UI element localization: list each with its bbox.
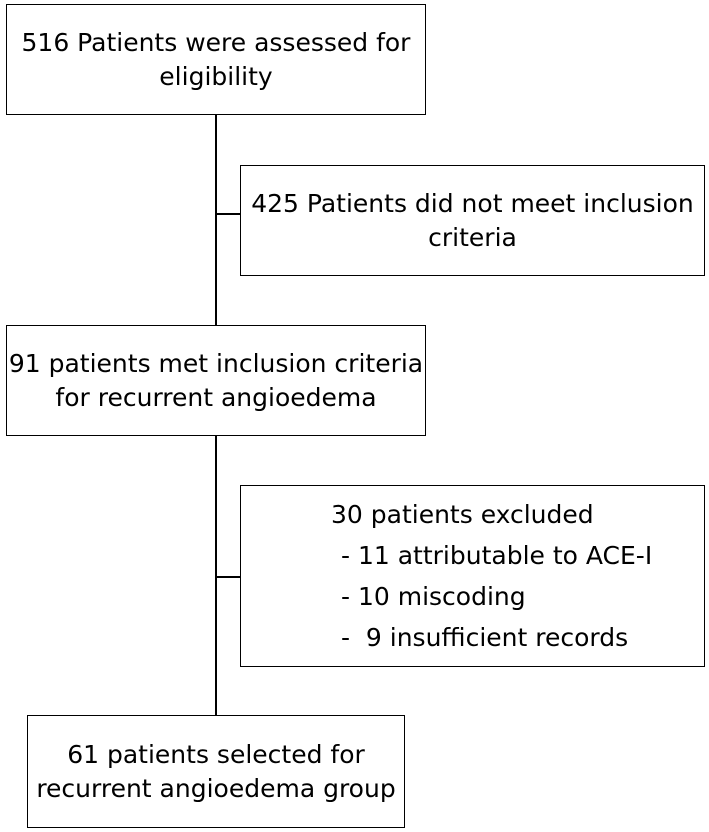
box-selected-line-2: recurrent angioedema group xyxy=(36,773,396,803)
box-met-line-2: for recurrent angioedema xyxy=(55,382,377,412)
branch-connector-not-meet xyxy=(215,213,240,215)
box-selected: 61 patients selected for recurrent angio… xyxy=(27,715,405,828)
excluded-item-miscoding: - 10 miscoding xyxy=(341,582,526,611)
excluded-item-ace-i: - 11 attributable to ACE-I xyxy=(341,541,653,570)
box-met-criteria: 91 patients met inclusion criteria for r… xyxy=(6,325,426,436)
box-excluded-heading: 30 patients excluded xyxy=(331,500,594,529)
box-assessed: 516 Patients were assessed for eligibili… xyxy=(6,4,426,115)
box-excluded: 30 patients excluded - 11 attributable t… xyxy=(240,485,705,667)
box-not-meet-line-2: criteria xyxy=(428,222,517,252)
box-not-meet-line-1: 425 Patients did not meet inclusion xyxy=(251,188,694,218)
box-not-meet-criteria: 425 Patients did not meet inclusion crit… xyxy=(240,165,705,276)
box-met-line-1: 91 patients met inclusion criteria xyxy=(8,348,424,378)
box-selected-line-1: 61 patients selected for xyxy=(67,739,365,769)
branch-connector-excluded xyxy=(215,576,240,578)
excluded-item-insufficient-records: - 9 insufficient records xyxy=(341,623,629,652)
main-vertical-connector-bottom xyxy=(215,436,217,715)
main-vertical-connector-top xyxy=(215,115,217,325)
box-assessed-line-1: 516 Patients were assessed for xyxy=(21,27,411,57)
box-assessed-line-2: eligibility xyxy=(159,61,273,91)
